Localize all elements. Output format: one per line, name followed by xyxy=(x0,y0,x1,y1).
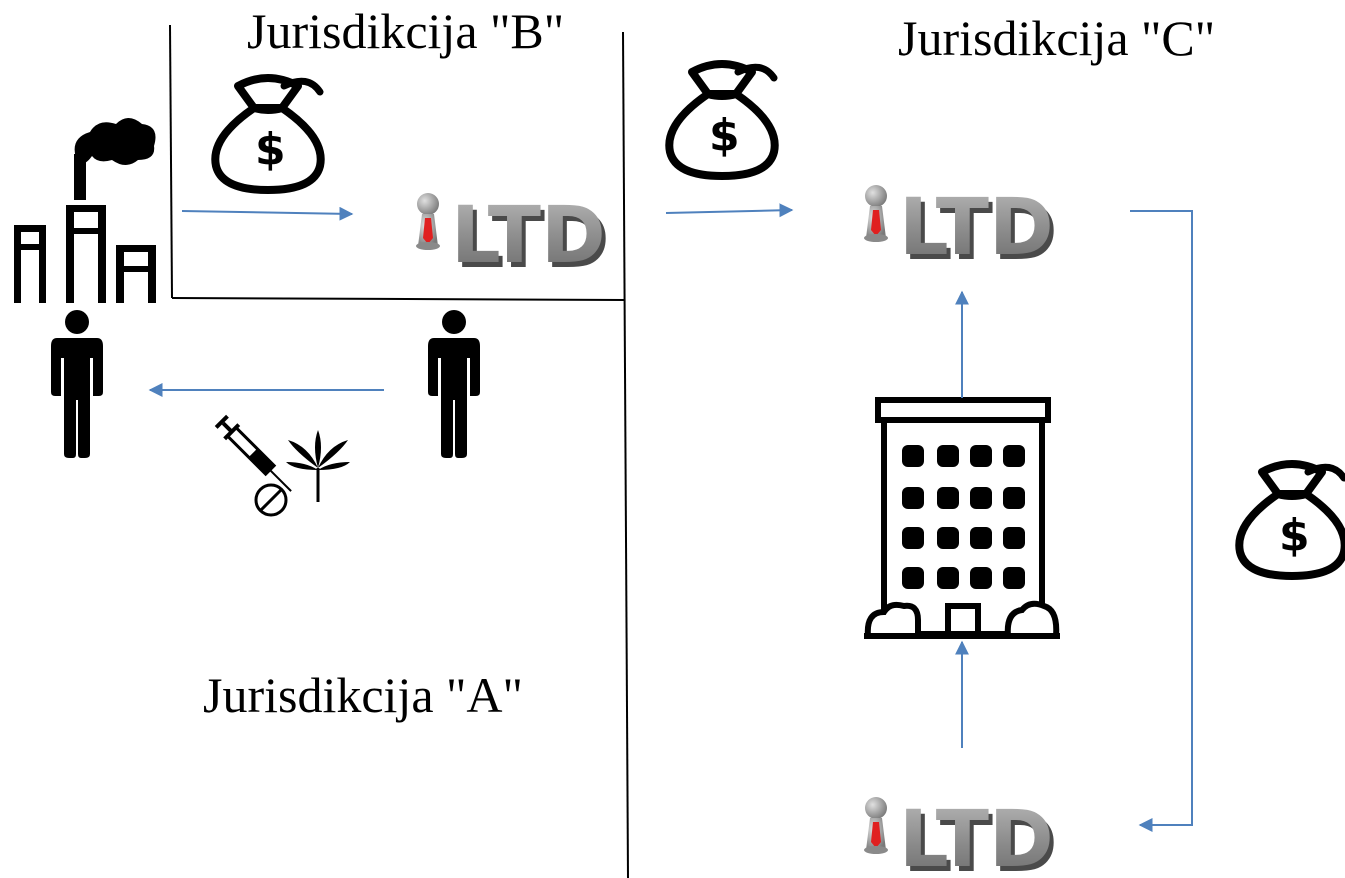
money-symbol: $ xyxy=(255,124,286,175)
ltd-label: LTD xyxy=(899,183,1054,273)
person-icon xyxy=(428,310,480,458)
jurisdiction-borders xyxy=(169,24,629,878)
money-symbol: $ xyxy=(709,110,740,161)
border-c-vertical xyxy=(622,31,629,878)
building-icon xyxy=(864,397,1060,639)
flow-arrows xyxy=(148,203,1193,832)
ltd-label: LTD xyxy=(451,191,606,281)
arrow-ltd-top-to-ltd-bottom xyxy=(1130,210,1193,832)
money-bag-icon: $ xyxy=(215,78,320,190)
ltd-shadow-text: LTD xyxy=(903,800,1058,878)
drugs-icon xyxy=(214,414,350,517)
arrow-factory-to-ltd-b xyxy=(181,206,354,221)
border-ab-vertical xyxy=(169,24,173,299)
money-bag-icon: $ xyxy=(669,64,774,176)
arrow-ltd-b-to-ltd-c xyxy=(665,203,794,218)
ltd-shadow-text: LTD xyxy=(455,196,610,286)
ltd-shadow-text: LTD xyxy=(903,188,1058,278)
money-symbol: $ xyxy=(1279,510,1310,561)
ltd-company-icon: LTD LTD xyxy=(864,795,1058,878)
factory-icon xyxy=(14,118,156,303)
ltd-company-icon: LTD LTD xyxy=(864,183,1058,278)
person-icon xyxy=(51,310,103,458)
jurisdiction-a-label: Jurisdikcija "A" xyxy=(203,667,523,723)
ltd-label: LTD xyxy=(899,795,1054,878)
jurisdiction-c-label: Jurisdikcija "C" xyxy=(898,10,1215,66)
ltd-company-icon: LTD LTD xyxy=(416,191,610,286)
money-bag-icon: $ xyxy=(1239,464,1344,576)
jurisdiction-b-label: Jurisdikcija "B" xyxy=(247,3,564,59)
border-ab-horizontal xyxy=(171,297,626,301)
